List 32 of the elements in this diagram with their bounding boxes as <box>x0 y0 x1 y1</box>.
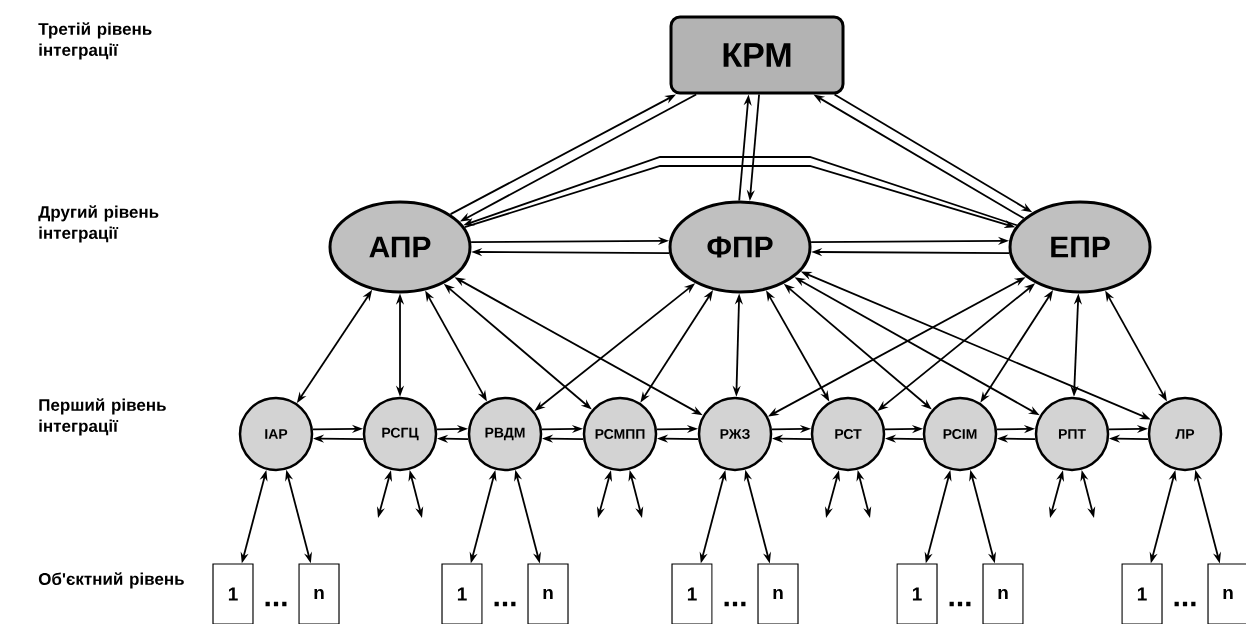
circle-node: РСГЦ <box>362 396 438 472</box>
ellipsis: ... <box>494 601 516 607</box>
ellipsis: ... <box>1174 601 1196 607</box>
circle-node: РЖЗ <box>697 396 773 472</box>
circle-node: РСТ <box>810 396 886 472</box>
level-label: Перший рівень інтеграції <box>39 398 166 436</box>
level-label: Об'єктний рівень <box>38 572 184 589</box>
object-box: n <box>982 563 1024 624</box>
object-box: 1 <box>441 563 483 624</box>
ellipsis: ... <box>949 601 971 607</box>
circle-node: РСМПП <box>582 396 658 472</box>
object-box: 1 <box>896 563 938 624</box>
circle-node: РСІМ <box>922 396 998 472</box>
circle-node: РПТ <box>1034 396 1110 472</box>
object-box: 1 <box>212 563 254 624</box>
circle-node: ІАР <box>238 396 314 472</box>
ellipsis: ... <box>265 601 287 607</box>
circle-node: РВДМ <box>467 396 543 472</box>
object-box: n <box>1207 563 1246 624</box>
ellipse-node: ЕПР <box>1008 200 1152 294</box>
ellipse-node: АПР <box>328 200 472 294</box>
object-box: n <box>527 563 569 624</box>
level-label: Другий рівень інтеграції <box>38 205 159 243</box>
object-box: 1 <box>671 563 713 624</box>
rounded-box: КРМ <box>669 15 845 95</box>
object-box: 1 <box>1121 563 1163 624</box>
object-box: n <box>757 563 799 624</box>
level-label: Третій рівень інтеграції <box>38 22 152 60</box>
object-box: n <box>298 563 340 624</box>
ellipse-node: ФПР <box>668 200 812 294</box>
circle-node: ЛР <box>1147 396 1223 472</box>
ellipsis: ... <box>724 601 746 607</box>
